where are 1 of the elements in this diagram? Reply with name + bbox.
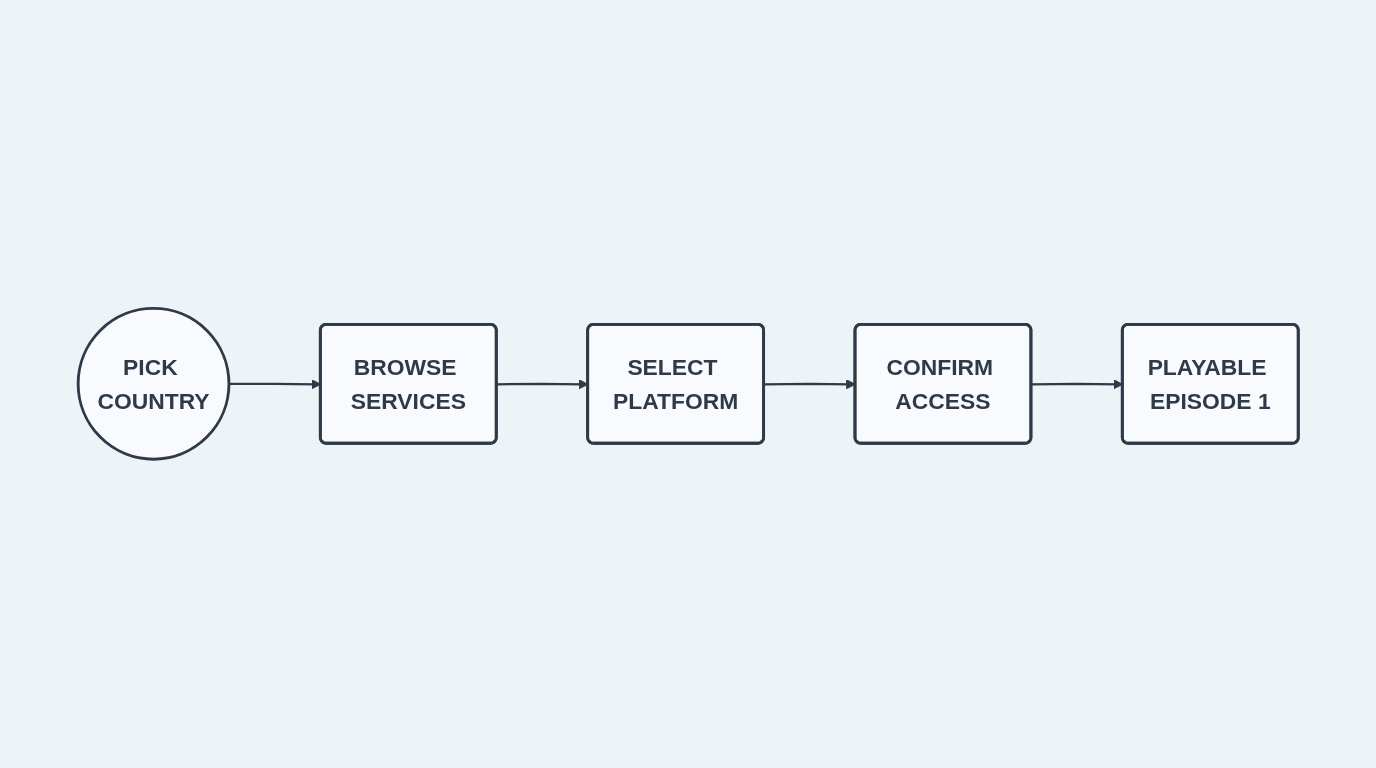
node-circle: PICK COUNTRY — [76, 307, 231, 461]
